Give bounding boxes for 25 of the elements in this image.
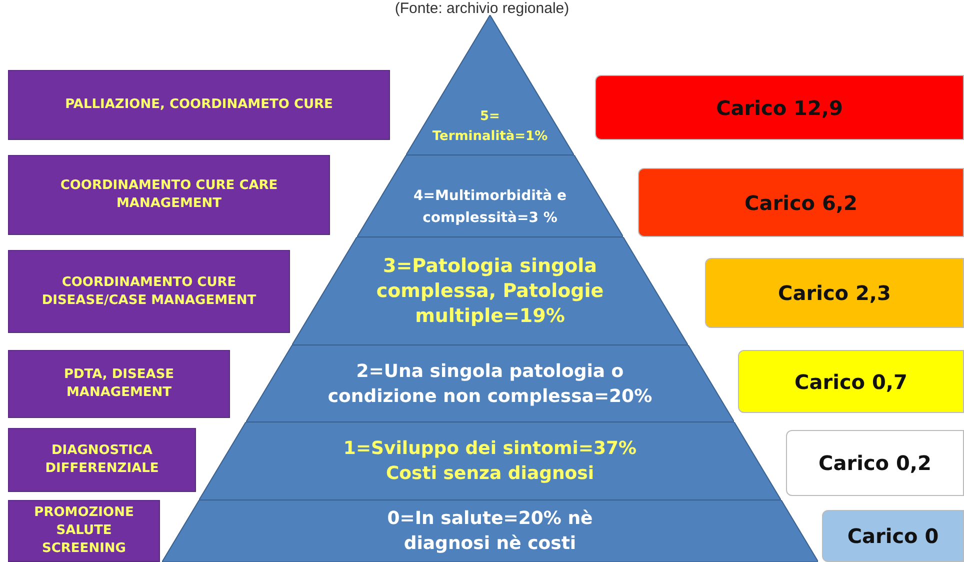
load-box: Carico 0,2 [786,430,964,496]
pyramid-tier [406,15,574,155]
care-level-label: PALLIAZIONE, COORDINAMETO CURE [8,70,390,140]
pyramid-tier [162,500,818,562]
care-level-label: DIAGNOSTICA DIFFERENZIALE [8,428,196,492]
care-level-label: COORDINAMENTO CURE DISEASE/CASE MANAGEMENT [8,250,290,333]
tier-text: 2=Una singola patologia o condizione non complessa=20% [326,360,654,408]
load-box: Carico 2,3 [705,258,964,328]
source-note: (Fonte: archivio regionale) [394,0,570,17]
load-box: Carico 12,9 [595,75,964,140]
care-level-label: PDTA, DISEASE MANAGEMENT [8,350,230,418]
load-box: Carico 0 [822,510,964,562]
pyramid-tier [246,345,734,422]
care-level-label: PROMOZIONE SALUTE SCREENING [8,500,160,562]
tier-text: 1=Sviluppo dei sintomi=37% Costi senza diagnosi [342,437,638,486]
tier-text: 5= Terminalità=1% [431,108,549,146]
care-level-label: COORDINAMENTO CURE CARE MANAGEMENT [8,155,330,235]
tier-text: 3=Patologia singola complessa, Patologie multiple=19% [375,254,605,328]
pyramid-tier [199,422,781,500]
tier-text: 4=Multimorbidità e complessità=3 % [412,187,568,228]
pyramid-tier [356,155,624,237]
tier-text: 0=In salute=20% nè diagnosi nè costi [386,507,594,556]
load-box: Carico 0,7 [738,350,964,413]
pyramid-tier [292,237,688,345]
load-box: Carico 6,2 [638,168,964,237]
